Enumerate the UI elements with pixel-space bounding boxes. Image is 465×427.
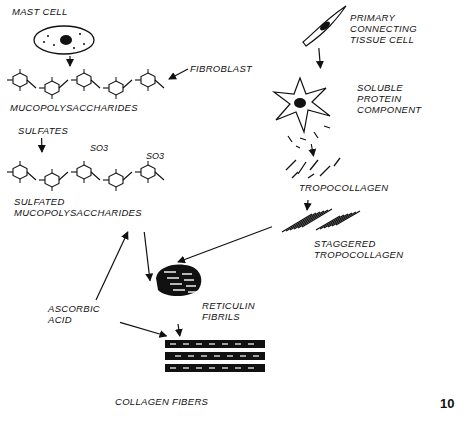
arrow-connector — [144, 232, 150, 281]
mucopolysaccharide-chain — [7, 69, 164, 99]
stage-label: STAGGERED TROPOCOLLAGEN — [314, 238, 396, 260]
arrow-connector — [307, 200, 309, 210]
stage-node: SULFATED MUCOPOLYSACCHARIDES — [4, 152, 169, 232]
sulfated-chain — [7, 161, 164, 191]
stage-node: STAGGERED TROPOCOLLAGEN — [272, 210, 402, 266]
arrow-connector — [178, 324, 180, 336]
figure-number: 10 — [440, 396, 454, 411]
stage-node: PRIMARY CONNECTING TISSUE CELL — [300, 4, 457, 48]
stage-label: SULFATED MUCOPOLYSACCHARIDES — [14, 196, 126, 218]
stage-node: TROPOCOLLAGEN — [275, 156, 385, 200]
stage-node: MUCOPOLYSACCHARIDES — [4, 66, 169, 118]
stage-label: MUCOPOLYSACCHARIDES — [10, 102, 160, 113]
tropocollagen-rods — [286, 158, 340, 178]
stage-node: COLLAGEN FIBERS — [100, 336, 290, 412]
stage-label: MAST CELL — [12, 6, 102, 17]
arrow-connector — [319, 48, 321, 68]
stage-node: SULFATES — [16, 124, 80, 138]
stage-node: MAST CELL — [10, 6, 110, 56]
stage-label: TROPOCOLLAGEN — [299, 182, 383, 193]
stage-label: RETICULIN FIBRILS — [202, 300, 288, 322]
arrow-connector — [69, 56, 70, 66]
stage-node: ASCORBIC ACID — [40, 300, 120, 332]
stage-label: SULFATES — [18, 125, 78, 136]
stage-label: PRIMARY CONNECTING TISSUE CELL — [350, 12, 455, 45]
sulfate-group: SO3 — [146, 151, 164, 161]
primary-cell — [303, 6, 346, 46]
staggered-rods — [282, 209, 360, 232]
stage-node: SOLUBLE PROTEIN COMPONENT — [265, 68, 450, 144]
fibroblast-cell — [274, 78, 330, 132]
stage-label: SOLUBLE PROTEIN COMPONENT — [357, 82, 427, 115]
sulfate-group: SO3 — [90, 143, 108, 153]
arrow-connector — [311, 144, 313, 156]
soluble-fragments — [288, 126, 330, 148]
arrow-connector — [120, 322, 167, 336]
arrow-connector — [41, 138, 43, 152]
arrow-connector — [96, 232, 128, 300]
stage-node: RETICULIN FIBRILS — [150, 262, 290, 324]
stage-label: ASCORBIC ACID — [48, 303, 104, 325]
arrow-connector — [178, 227, 272, 262]
stage-node: FIBROBLAST — [188, 62, 258, 76]
stage-label: COLLAGEN FIBERS — [115, 396, 265, 407]
stage-label: FIBROBLAST — [190, 63, 256, 74]
arrow-connector — [169, 69, 188, 79]
collagen-fibers — [165, 340, 265, 372]
mast-cell — [34, 26, 94, 54]
reticulin-fibrils — [156, 265, 201, 297]
